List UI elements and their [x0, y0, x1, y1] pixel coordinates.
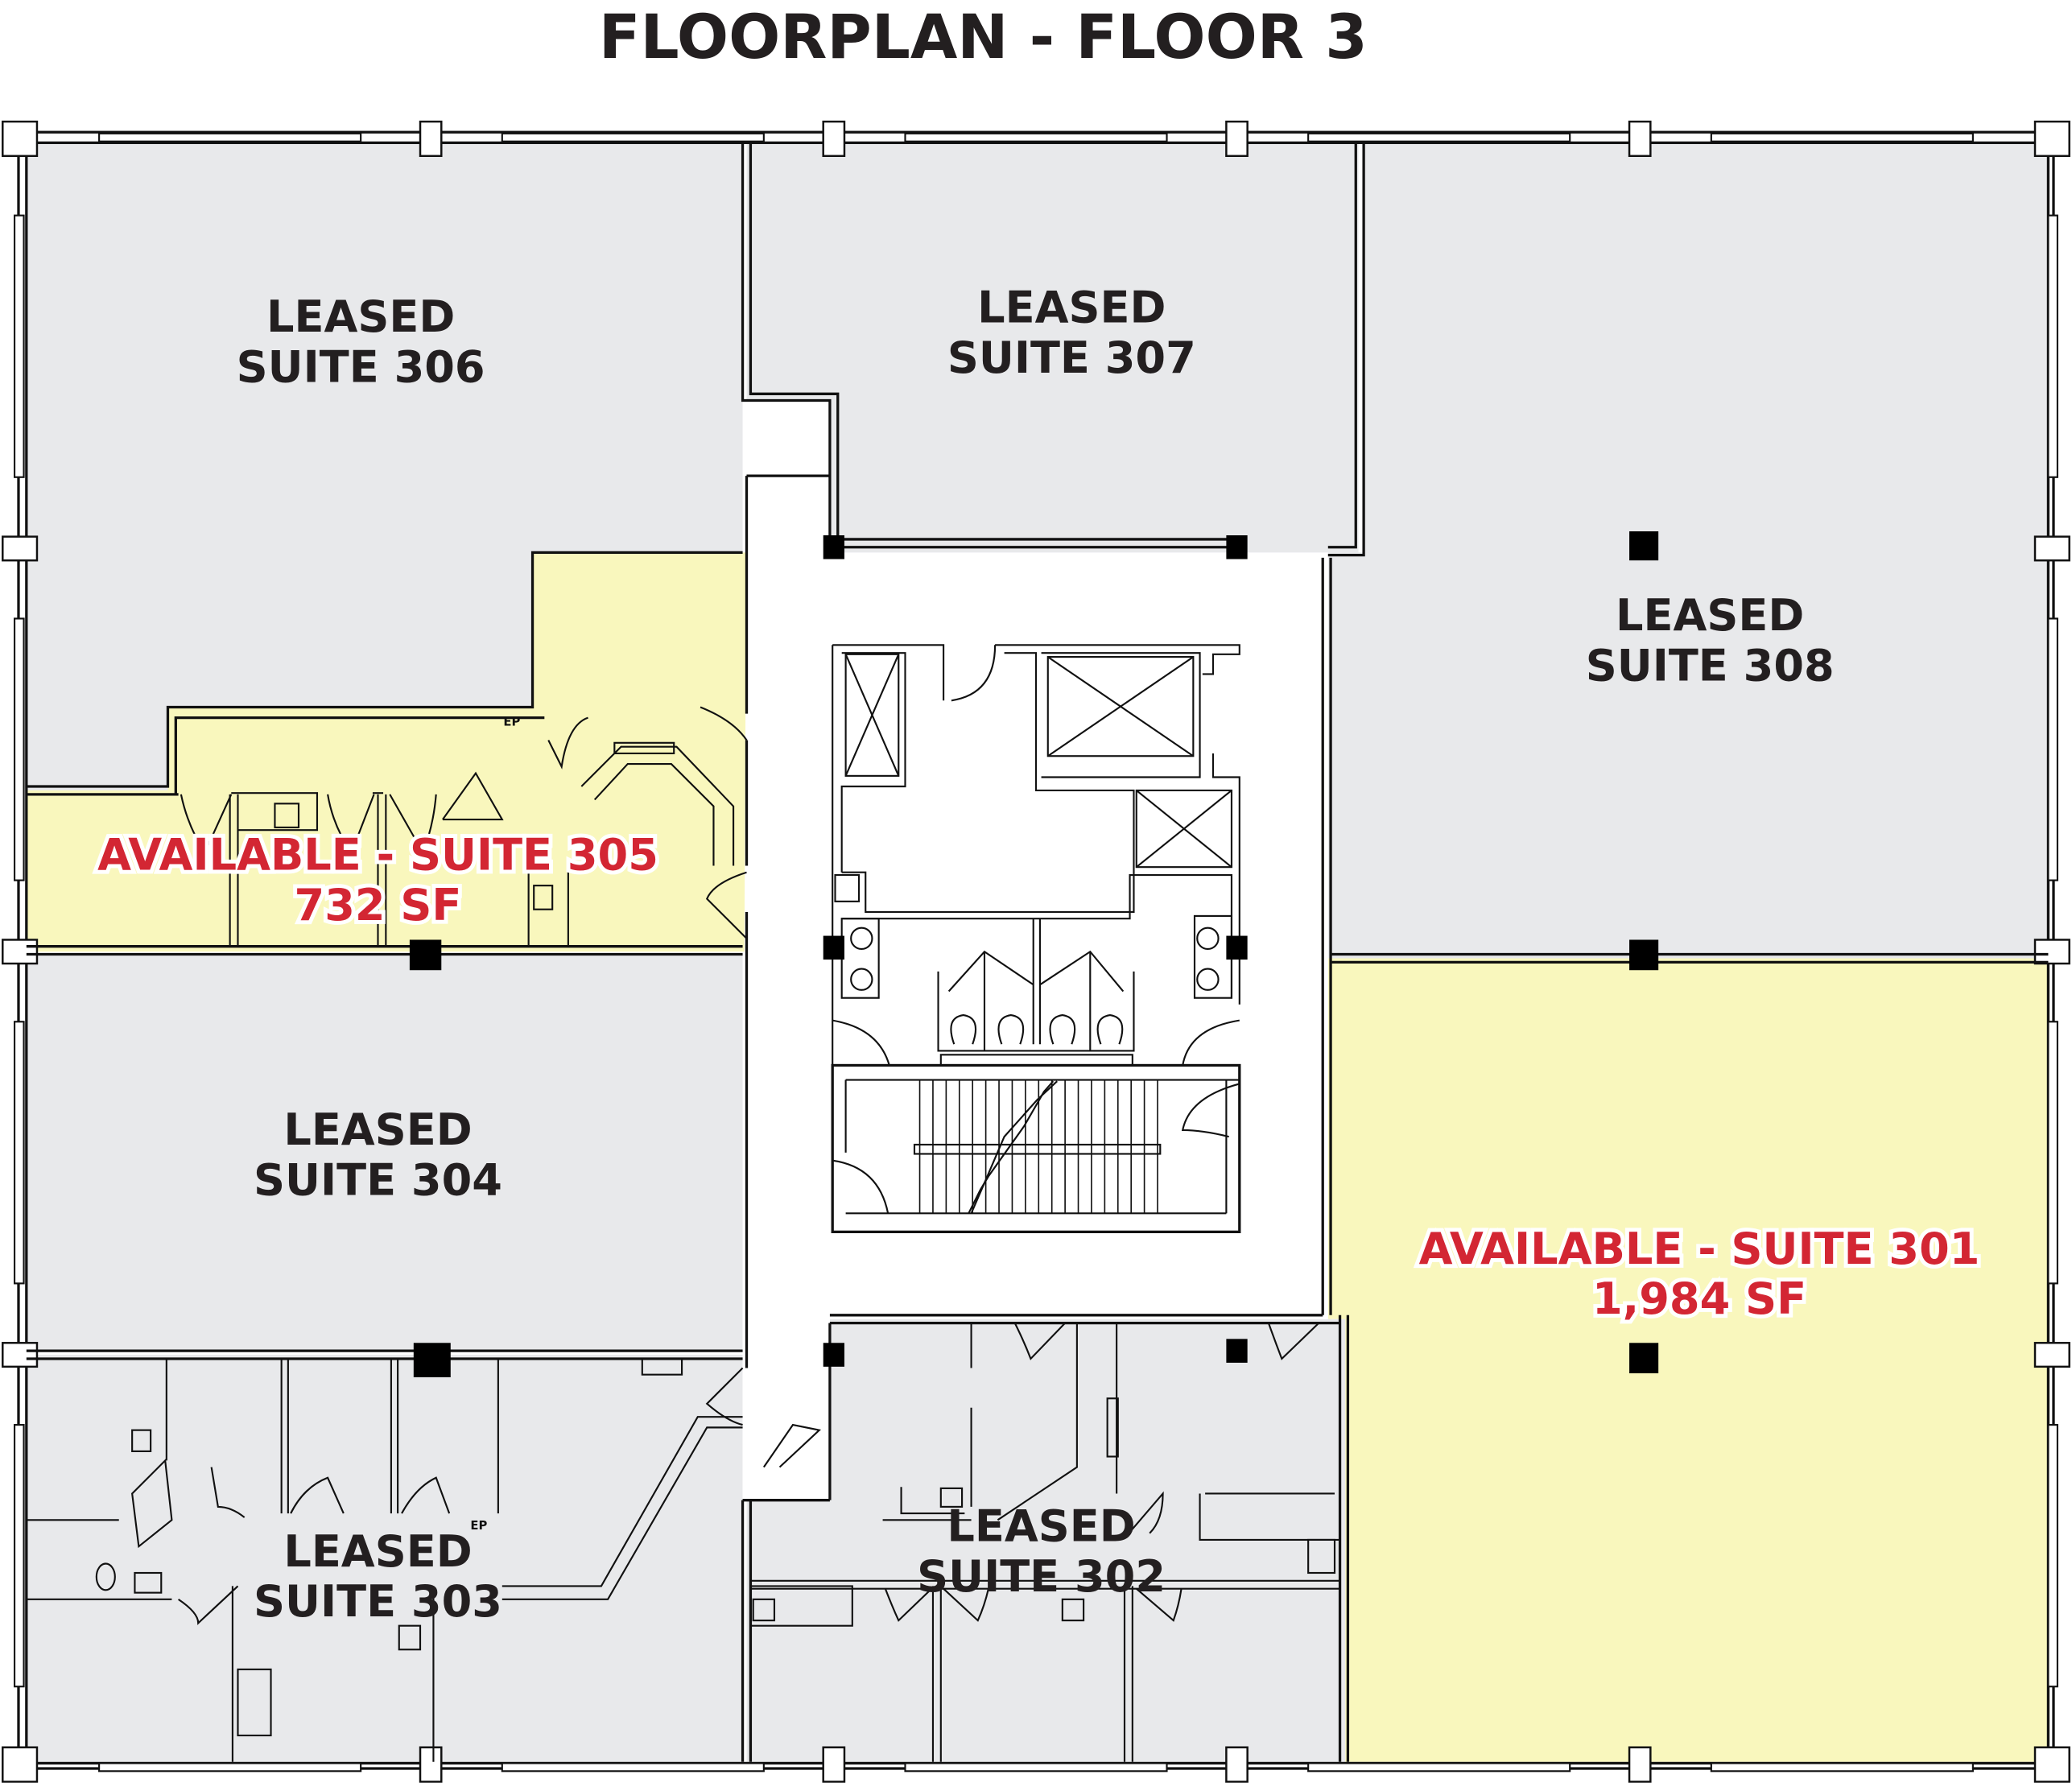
interior-walls	[26, 142, 2049, 1762]
svg-text:SUITE 304: SUITE 304	[254, 1154, 502, 1205]
building-core	[742, 476, 1328, 1500]
page-title: FLOORPLAN - FLOOR 3	[599, 2, 1368, 72]
svg-text:SUITE 307: SUITE 307	[947, 332, 1196, 383]
svg-text:LEASED: LEASED	[1616, 590, 1804, 641]
svg-text:LEASED: LEASED	[977, 283, 1166, 333]
suite-308-area[interactable]	[1327, 142, 2049, 959]
svg-text:1,984 SF: 1,984 SF	[1592, 1273, 1806, 1324]
suite-303-label: LEASED SUITE 303	[254, 1526, 502, 1627]
stair-treads	[918, 1079, 1158, 1214]
suite-301-label: AVAILABLE - SUITE 301 1,984 SF	[1415, 1220, 1984, 1328]
suite-304-label: LEASED SUITE 304	[254, 1104, 502, 1205]
svg-text:SUITE 303: SUITE 303	[254, 1576, 502, 1627]
suite-303-area[interactable]	[26, 1355, 743, 1762]
svg-text:732 SF: 732 SF	[295, 880, 462, 931]
ep-label: EP	[503, 715, 520, 728]
svg-text:SUITE 308: SUITE 308	[1586, 641, 1835, 691]
svg-text:LEASED: LEASED	[283, 1104, 472, 1155]
suite-307-label: LEASED SUITE 307	[947, 283, 1196, 383]
suite-302-area[interactable]	[746, 1319, 1346, 1762]
suite-305-label: AVAILABLE - SUITE 305 732 SF	[93, 826, 662, 935]
svg-text:LEASED: LEASED	[283, 1526, 472, 1577]
suite-306-label: LEASED SUITE 306	[237, 291, 485, 392]
structural-columns	[409, 531, 1659, 1377]
suite-308-label: LEASED SUITE 308	[1586, 590, 1835, 691]
svg-text:LEASED: LEASED	[947, 1501, 1135, 1552]
svg-text:AVAILABLE - SUITE 305: AVAILABLE - SUITE 305	[97, 829, 658, 880]
suite-307-area[interactable]	[746, 142, 1359, 553]
suite-306-area[interactable]	[26, 142, 743, 790]
ep-label: EP	[470, 1519, 487, 1533]
door-swings	[131, 706, 1320, 1625]
svg-text:SUITE 306: SUITE 306	[237, 342, 485, 393]
suite-305-area[interactable]	[26, 552, 747, 952]
suite-302-label: LEASED SUITE 302	[917, 1501, 1166, 1602]
svg-text:LEASED: LEASED	[266, 291, 455, 342]
svg-text:AVAILABLE - SUITE 301: AVAILABLE - SUITE 301	[1419, 1224, 1980, 1274]
svg-text:SUITE 302: SUITE 302	[917, 1551, 1166, 1602]
suite-304-area[interactable]	[26, 954, 743, 1352]
suite-301-area[interactable]	[1327, 958, 2049, 1762]
